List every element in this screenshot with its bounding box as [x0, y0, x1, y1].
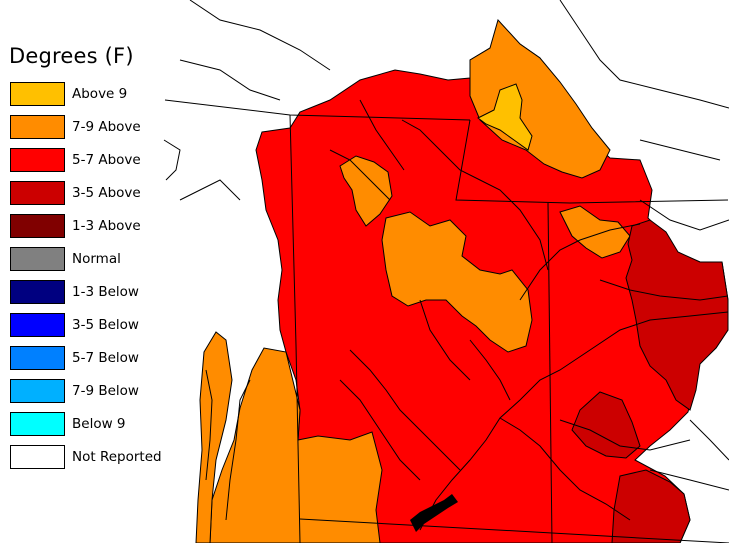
legend-swatch	[10, 412, 65, 436]
region-3-5-above-east	[625, 219, 729, 411]
legend-item: 5-7 Above	[10, 148, 170, 174]
legend-item: Normal	[10, 247, 170, 273]
legend-item: 1-3 Below	[10, 280, 170, 306]
legend-label: 3-5 Below	[72, 317, 139, 333]
legend-item: Not Reported	[10, 445, 170, 471]
region-7-9-above-central	[381, 211, 533, 353]
legend-label: 3-5 Above	[72, 185, 141, 201]
legend-item: 5-7 Below	[10, 346, 170, 372]
legend-label: Normal	[72, 251, 121, 267]
legend-swatch	[10, 247, 65, 271]
legend-swatch	[10, 280, 65, 304]
legend-label: 5-7 Below	[72, 350, 139, 366]
legend-item: 3-5 Below	[10, 313, 170, 339]
legend-item: 3-5 Above	[10, 181, 170, 207]
legend-swatch	[10, 148, 65, 172]
legend-label: 1-3 Above	[72, 218, 141, 234]
legend-swatch	[10, 82, 65, 106]
region-3-5-above-south	[611, 469, 691, 543]
legend-swatch	[10, 313, 65, 337]
legend-item: 7-9 Above	[10, 115, 170, 141]
legend-swatch	[10, 214, 65, 238]
legend-title: Degrees (F)	[9, 44, 134, 68]
rivers	[163, 0, 729, 531]
region-7-9-above-east	[559, 205, 631, 259]
legend-label: 1-3 Below	[72, 284, 139, 300]
legend-label: 7-9 Below	[72, 383, 139, 399]
region-above-9	[477, 83, 533, 151]
legend-swatch	[10, 445, 65, 469]
region-3-5-above-southeast	[571, 391, 641, 459]
legend-swatch	[10, 115, 65, 139]
legend-label: 7-9 Above	[72, 119, 141, 135]
legend-label: 5-7 Above	[72, 152, 141, 168]
legend-item: Above 9	[10, 82, 170, 108]
legend-item: 7-9 Below	[10, 379, 170, 405]
legend-label: Above 9	[72, 86, 128, 102]
legend-label: Not Reported	[72, 449, 162, 465]
legend-item: 1-3 Above	[10, 214, 170, 240]
legend-label: Below 9	[72, 416, 126, 432]
legend: Degrees (F) Above 9 7-9 Above 5-7 Above 3-5…	[0, 0, 168, 480]
region-7-9-above-northwest	[339, 155, 393, 227]
region-7-9-above-southwest	[209, 347, 383, 543]
legend-swatch	[10, 379, 65, 403]
region-7-9-above-north	[469, 19, 611, 179]
legend-swatch	[10, 346, 65, 370]
legend-item: Below 9	[10, 412, 170, 438]
reservoir	[410, 494, 458, 532]
region-7-9-above-west-strip	[195, 331, 233, 543]
legend-swatch	[10, 181, 65, 205]
state-boundaries	[164, 99, 729, 543]
